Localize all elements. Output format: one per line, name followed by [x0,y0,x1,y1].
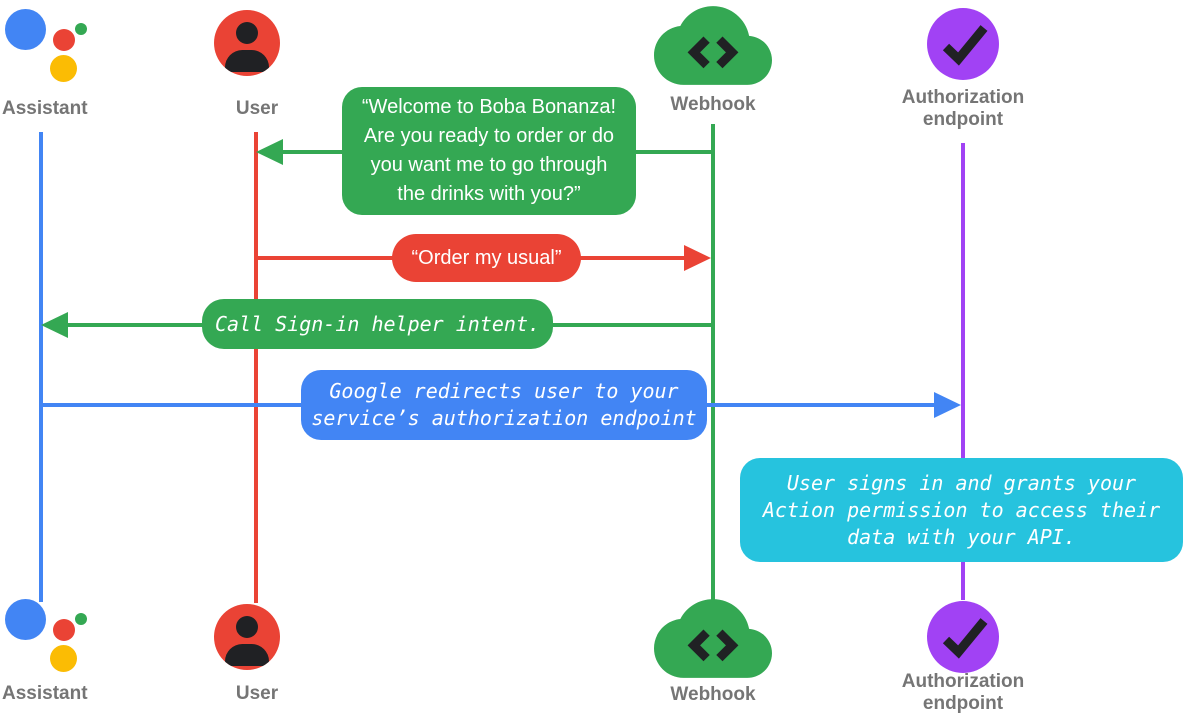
webhook-cloud-code-icon-bottom [654,599,772,678]
google-assistant-logo-icon-bottom [0,590,95,680]
person-shoulders [225,50,269,72]
assistant-logo-yellow-circle [50,55,77,82]
label-assistant-bottom: Assistant [2,683,88,704]
assistant-logo-red-circle [53,29,75,51]
assistant-logo-blue-circle [5,599,46,640]
assistant-logo-yellow-circle [50,645,77,672]
google-assistant-logo-icon [0,0,95,90]
label-webhook-top: Webhook [670,94,756,115]
arrowhead-left-icon [41,312,68,338]
webhook-cloud-code-icon [654,6,772,85]
label-assistant-top: Assistant [2,98,88,119]
lifeline-authorization-endpoint [961,143,965,600]
assistant-logo-green-dot [75,613,87,625]
user-person-icon-bottom [214,604,280,670]
arrowhead-right-icon [934,392,961,418]
message-welcome-boba-bonanza: “Welcome to Boba Bonanza! Are you ready … [342,87,636,215]
arrowhead-right-icon [684,245,711,271]
person-head [236,22,258,44]
label-webhook-bottom: Webhook [670,684,756,705]
person-head [236,616,258,638]
assistant-logo-blue-circle [5,9,46,50]
assistant-logo-red-circle [53,619,75,641]
lifeline-webhook [711,124,715,603]
user-person-icon [214,10,280,76]
person-shoulders [225,644,269,666]
lifeline-user [254,132,258,603]
label-authorization-endpoint-top: Authorization endpoint [901,87,1025,130]
message-call-signin-helper: Call Sign-in helper intent. [202,299,553,349]
authorization-check-circle-icon-bottom [927,601,999,673]
arrowhead-left-icon [256,139,283,165]
message-google-redirects: Google redirects user to your service’s … [301,370,707,440]
authorization-check-circle-icon [927,8,999,80]
message-order-my-usual: “Order my usual” [392,234,581,282]
label-user-bottom: User [235,683,279,704]
assistant-logo-green-dot [75,23,87,35]
lifeline-assistant [39,132,43,602]
label-user-top: User [235,98,279,119]
message-user-signs-in: User signs in and grants your Action per… [740,458,1183,562]
label-authorization-endpoint-bottom: Authorization endpoint [901,671,1025,714]
